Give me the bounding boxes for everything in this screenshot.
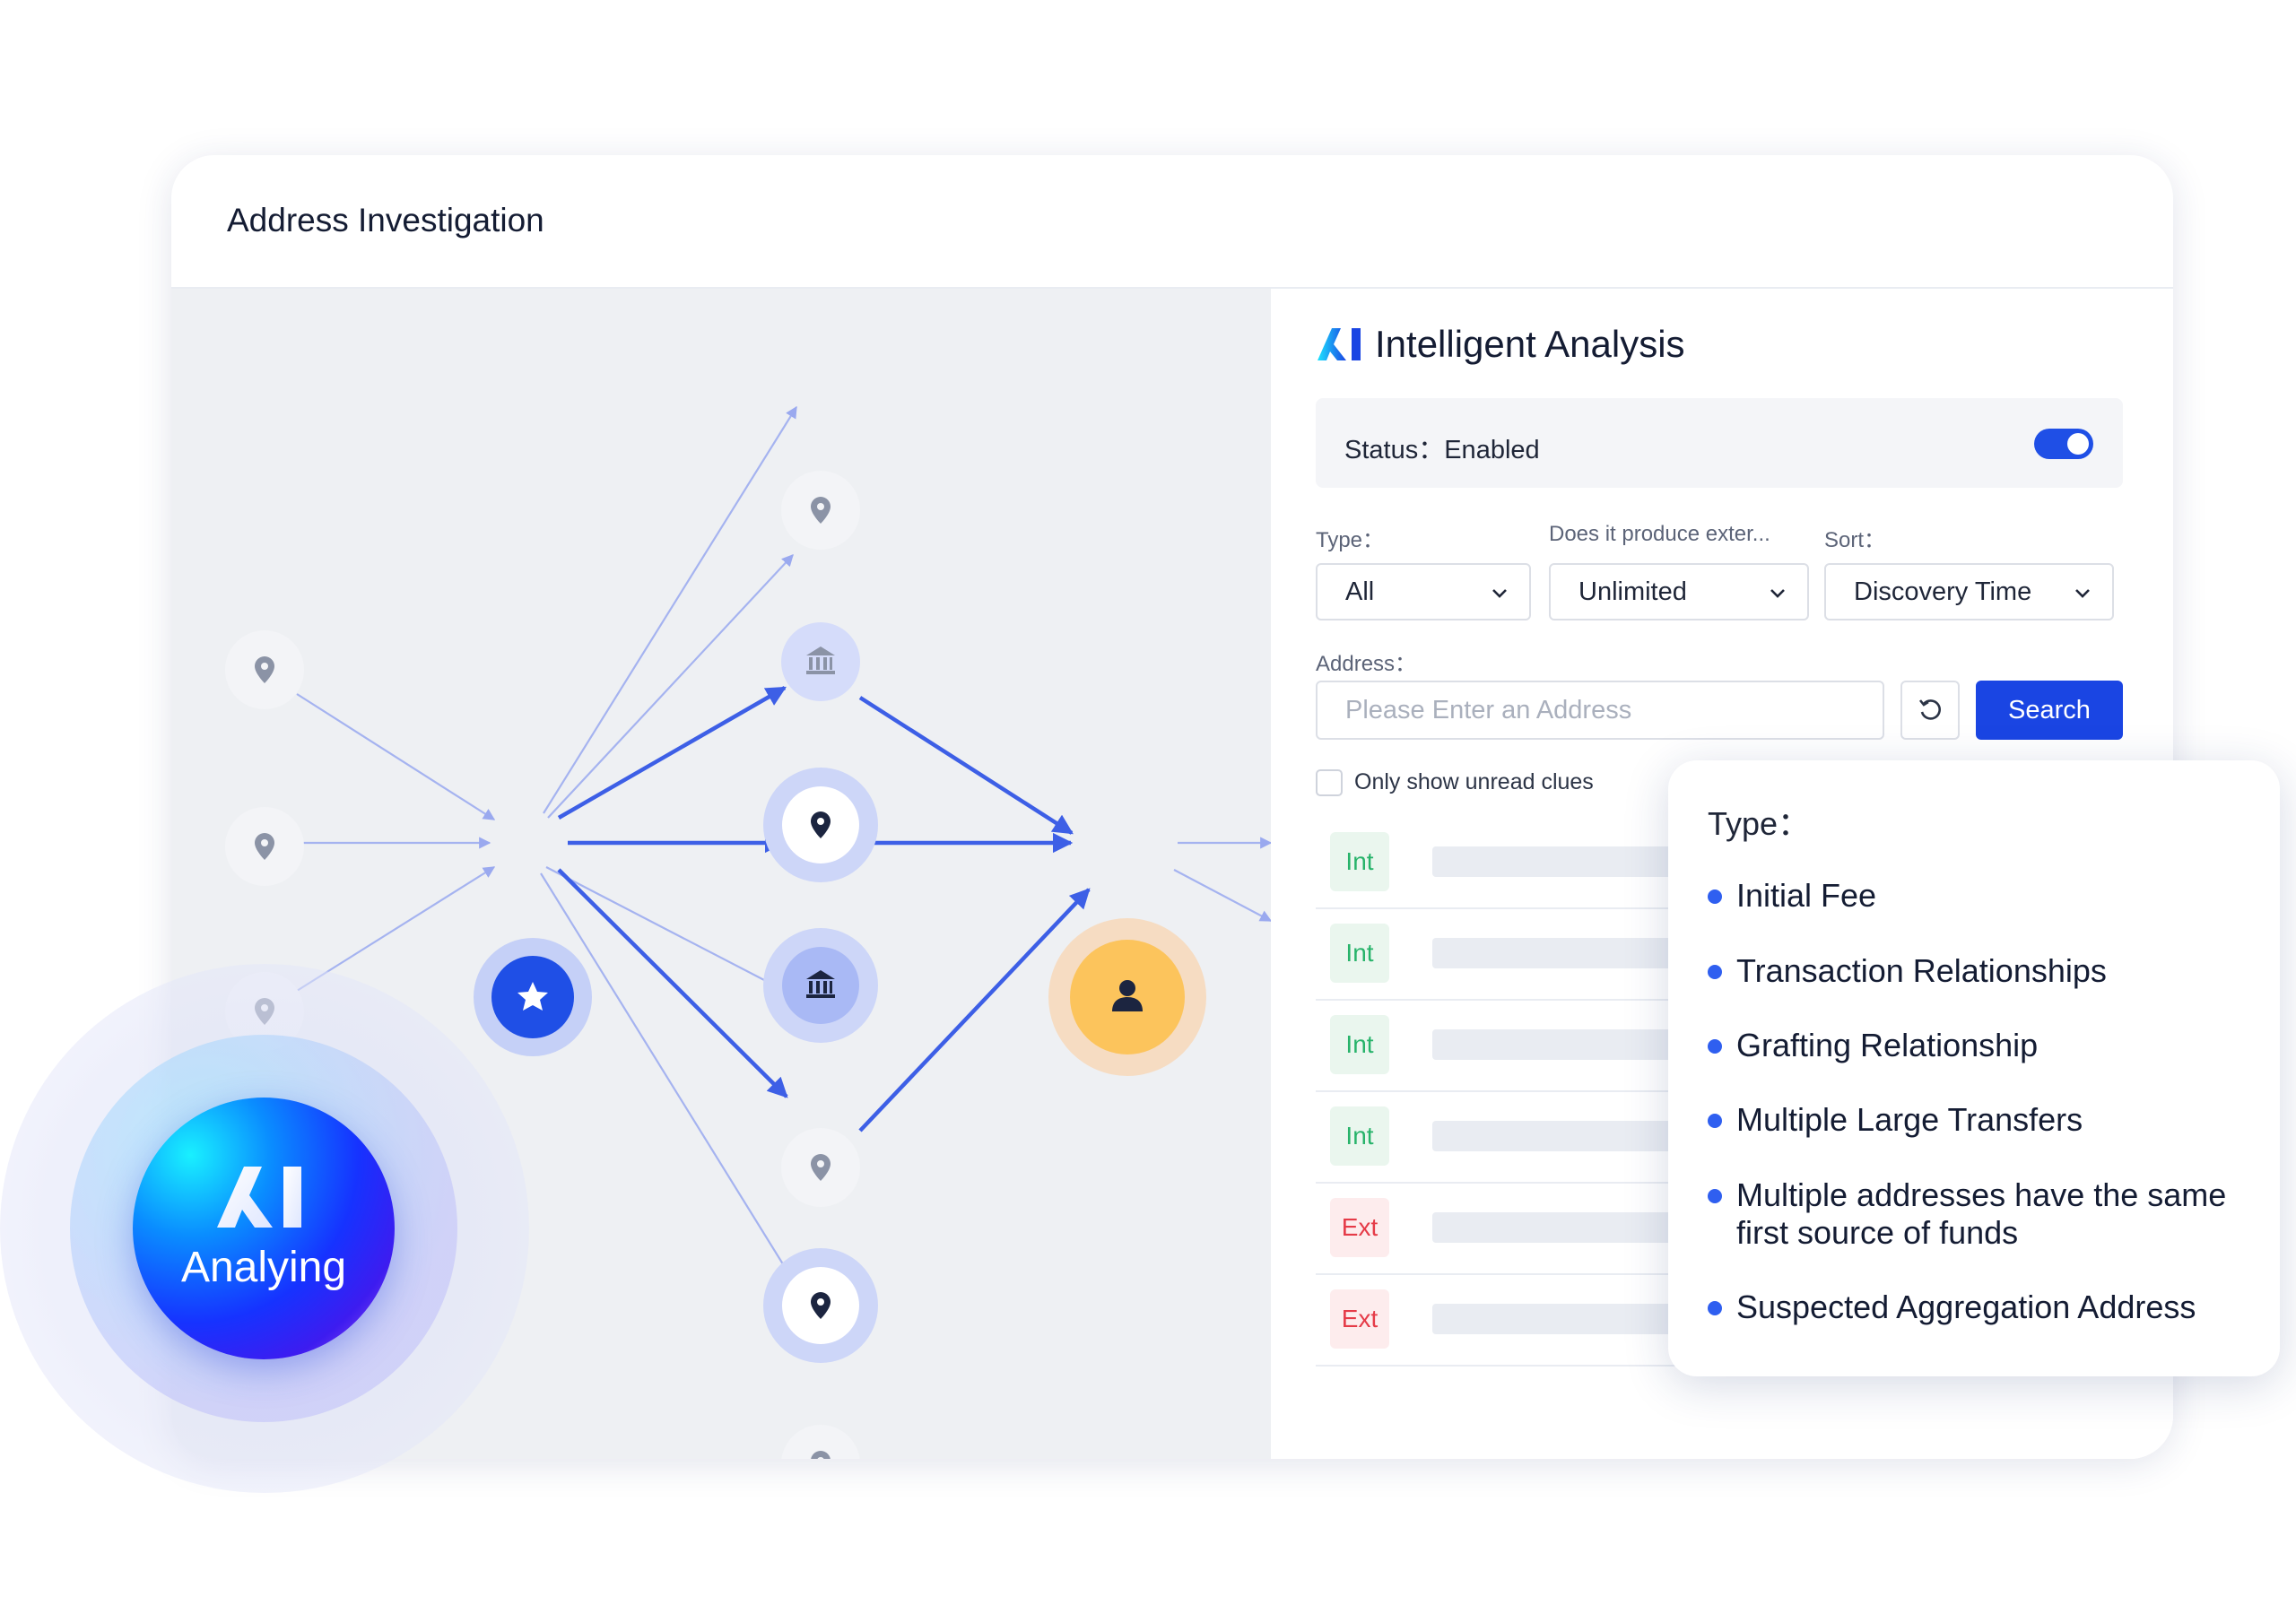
node-left-2[interactable] (225, 807, 304, 886)
clue-row[interactable]: Int (1316, 818, 1854, 909)
sort-select-value: Discovery Time (1854, 577, 2032, 606)
status-toggle[interactable] (2034, 429, 2093, 459)
type-option-multiple-large-transfers[interactable]: Multiple Large Transfers (1736, 1101, 2083, 1138)
panel-header: Intelligent Analysis (1316, 319, 1685, 369)
graph-svg (225, 405, 1273, 1459)
star-icon (517, 982, 548, 1011)
type-option-grafting-relationship[interactable]: Grafting Relationship (1736, 1027, 2039, 1063)
clue-tag: Ext (1330, 1198, 1389, 1257)
clue-tag: Int (1330, 1015, 1389, 1074)
location-pin-icon (811, 1451, 831, 1459)
analyzing-orb[interactable]: Analying (133, 1098, 395, 1359)
node-bottom-pin[interactable] (781, 1425, 860, 1459)
node-mid-pin-light[interactable] (781, 1128, 860, 1207)
type-option-same-first-source[interactable]: Multiple addresses have the same first s… (1736, 1176, 2227, 1251)
sort-select[interactable]: Discovery Time (1824, 563, 2114, 620)
address-label: Address： (1316, 652, 1417, 676)
edge (1173, 869, 1273, 922)
person-icon (1112, 980, 1143, 1011)
type-option-initial-fee[interactable]: Initial Fee (1736, 877, 1877, 914)
edge (296, 693, 496, 820)
node-left-1[interactable] (225, 630, 304, 709)
node-lower-pin[interactable] (763, 1248, 878, 1363)
status-text: Status：Enabled (1344, 429, 1540, 466)
edge (547, 554, 794, 819)
external-filter-label: Does it produce exter... (1549, 522, 1770, 546)
type-select-value: All (1345, 577, 1375, 606)
clue-tag: Int (1330, 924, 1389, 983)
card-header: Address Investigation (171, 155, 2173, 289)
type-option-transaction-relationships[interactable]: Transaction Relationships (1736, 952, 2107, 989)
chevron-down-icon (1492, 589, 1507, 598)
edge (858, 888, 1091, 1132)
node-center-star[interactable] (474, 938, 592, 1056)
unread-only-checkbox[interactable] (1316, 769, 1343, 796)
graph-edges-dark (557, 686, 1091, 1132)
clue-tag: Ext (1330, 1289, 1389, 1349)
type-select[interactable]: All (1316, 563, 1531, 620)
location-pin-icon (811, 1292, 831, 1319)
ai-logo-icon (217, 1167, 301, 1228)
bank-icon (806, 646, 835, 674)
node-middle-bank[interactable] (763, 928, 878, 1043)
chevron-down-icon (2075, 589, 2090, 598)
node-top-bank[interactable] (781, 622, 860, 701)
reset-button[interactable] (1900, 681, 1960, 740)
status-box: Status：Enabled (1316, 398, 2123, 488)
bank-icon (806, 970, 835, 998)
edge (557, 868, 788, 1098)
refresh-icon (1918, 699, 1941, 720)
node-upper-pin[interactable] (763, 768, 878, 882)
location-pin-icon (255, 833, 274, 860)
popup-title: Type： (1708, 805, 1811, 842)
location-pin-icon (255, 656, 274, 683)
edge (543, 405, 797, 814)
chevron-down-icon (1770, 589, 1785, 598)
sort-label: Sort： (1824, 528, 1886, 552)
panel-title: Intelligent Analysis (1375, 323, 1685, 365)
bullet-dot (1708, 1114, 1722, 1128)
clue-tag: Int (1330, 832, 1389, 891)
graph-canvas[interactable] (171, 289, 1273, 1459)
bullet-dot (1708, 889, 1722, 904)
edge (545, 866, 792, 994)
edge (540, 872, 793, 1280)
search-button[interactable]: Search (1976, 681, 2123, 740)
external-select[interactable]: Unlimited (1549, 563, 1809, 620)
graph-edges-light (296, 405, 1273, 1280)
type-option-suspected-aggregation[interactable]: Suspected Aggregation Address (1736, 1289, 2196, 1325)
node-top-pin[interactable] (781, 471, 860, 550)
edge (557, 686, 787, 820)
bullet-dot (1708, 1189, 1722, 1203)
address-input[interactable] (1316, 681, 1884, 740)
edge (296, 866, 496, 992)
location-pin-icon (811, 811, 831, 838)
page-title: Address Investigation (227, 202, 544, 239)
location-pin-icon (811, 497, 831, 524)
bullet-dot (1708, 1039, 1722, 1054)
status-label: Status： (1344, 436, 1445, 464)
external-select-value: Unlimited (1578, 577, 1687, 606)
bullet-dot (1708, 1301, 1722, 1315)
status-value: Enabled (1444, 436, 1540, 464)
bullet-dot (1708, 965, 1722, 979)
analyzing-label: Analying (180, 1244, 347, 1291)
type-filter-label: Type： (1316, 528, 1385, 552)
ai-logo-icon (1318, 328, 1361, 360)
location-pin-icon (811, 1154, 831, 1181)
clue-tag: Int (1330, 1106, 1389, 1166)
type-popup: Type： Initial Fee Transaction Relationsh… (1668, 760, 2280, 1376)
node-target-person[interactable] (1048, 918, 1206, 1076)
edge (858, 696, 1074, 835)
unread-only-label: Only show unread clues (1354, 769, 1594, 794)
